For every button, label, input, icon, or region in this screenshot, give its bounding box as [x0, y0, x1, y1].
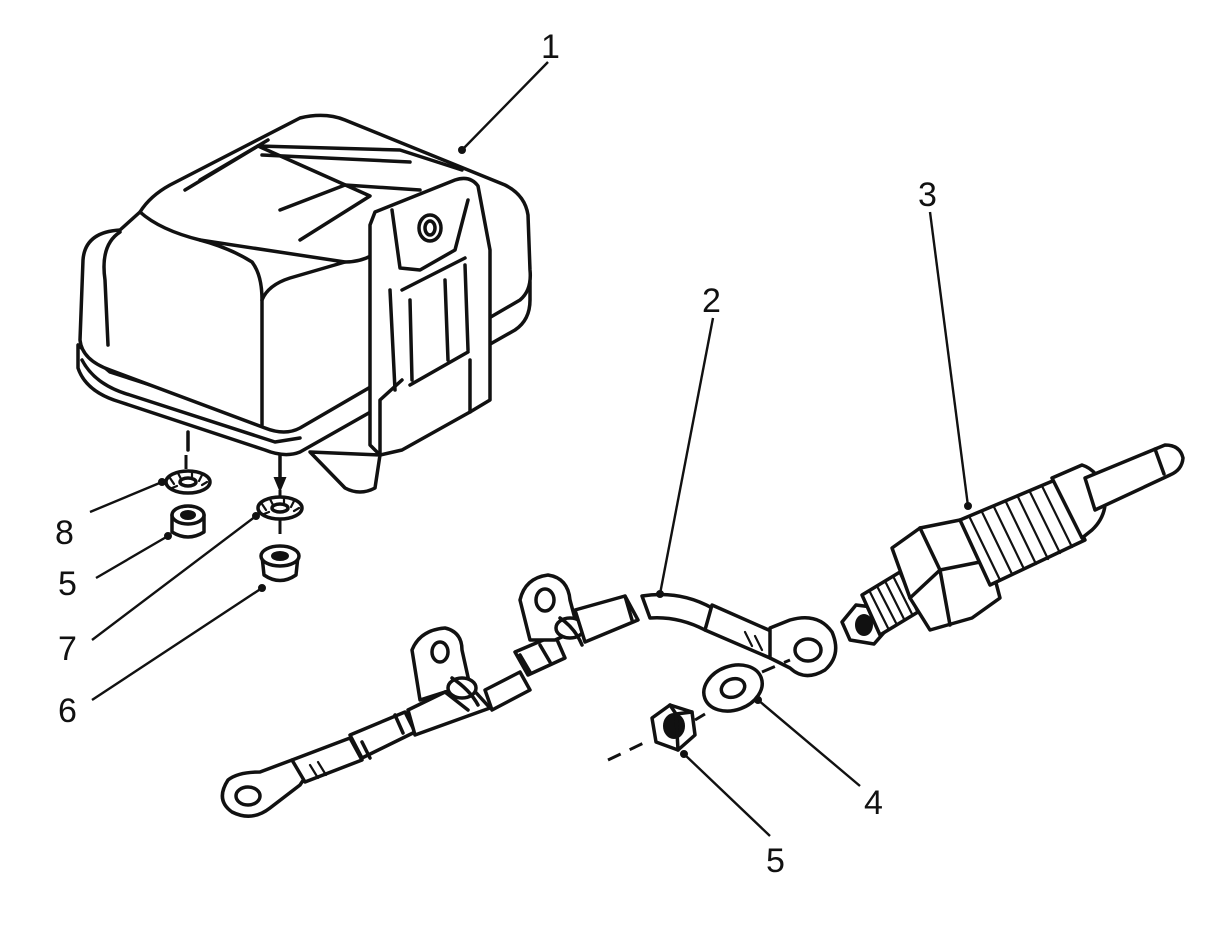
washer-4 — [702, 663, 764, 713]
callout-8: 8 — [55, 514, 74, 552]
leader-5b — [683, 753, 771, 837]
leader-5a — [95, 534, 169, 580]
axis-dash-lower — [607, 738, 651, 762]
callout-labels: 1 2 3 4 5 5 6 7 8 — [55, 28, 937, 880]
glow-plug-3 — [840, 443, 1185, 646]
leader-1 — [461, 61, 549, 151]
cable-lead — [220, 573, 838, 818]
callout-2: 2 — [702, 282, 721, 320]
callout-7: 7 — [58, 630, 77, 668]
hardware-stack-left — [164, 455, 212, 539]
hardware-stack-right — [256, 490, 304, 583]
callout-5-lower: 5 — [766, 842, 785, 880]
callout-1: 1 — [541, 28, 560, 66]
callout-6: 6 — [58, 692, 77, 730]
nut-5-lower — [650, 703, 697, 752]
axis-dash-mid — [694, 712, 706, 722]
leader-6 — [91, 586, 263, 702]
leader-lines — [89, 61, 972, 837]
axis-dash-upper — [761, 658, 791, 674]
leader-3 — [928, 211, 970, 507]
lock-washer-7 — [256, 495, 304, 521]
leader-2 — [658, 317, 715, 595]
callout-5-upper: 5 — [58, 565, 77, 603]
leader-7 — [91, 515, 257, 641]
leader-8 — [89, 480, 163, 514]
callout-4: 4 — [864, 784, 883, 822]
callout-3: 3 — [918, 176, 937, 214]
leader-4 — [757, 699, 861, 787]
relay-box — [76, 113, 533, 494]
